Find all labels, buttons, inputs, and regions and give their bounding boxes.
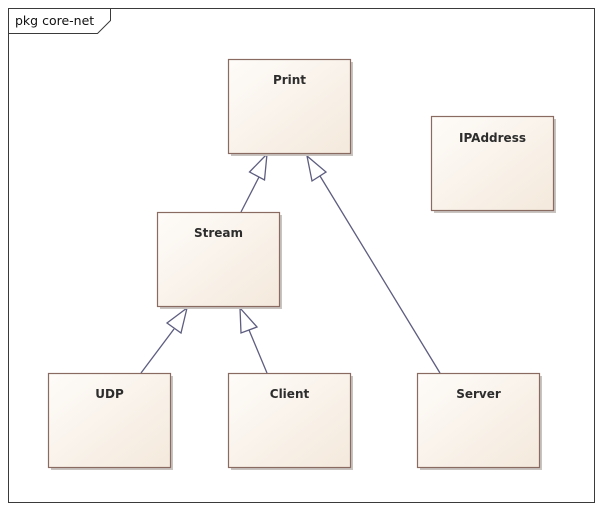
class-udp[interactable]: UDP (47, 372, 174, 471)
generalization-arrowhead (305, 154, 328, 183)
class-box (227, 58, 352, 155)
generalization-server-print[interactable] (305, 154, 441, 374)
generalization-udp-stream[interactable] (140, 306, 189, 374)
generalization-arrowhead (248, 152, 268, 182)
class-print[interactable]: Print (227, 58, 354, 157)
class-name: IPAddress (459, 131, 526, 145)
class-name: Print (273, 73, 306, 87)
class-box (416, 372, 541, 469)
class-ipaddress[interactable]: IPAddress (430, 115, 557, 214)
generalization-arrowhead (165, 306, 189, 335)
generalization-stream-print[interactable] (240, 152, 268, 213)
package-tab (8, 8, 111, 34)
package-label: pkg core-net (15, 13, 94, 28)
class-server[interactable]: Server (416, 372, 543, 471)
generalization-arrowhead (239, 306, 259, 334)
class-stream[interactable]: Stream (156, 211, 283, 310)
connector-line (140, 328, 175, 374)
class-name: Stream (194, 226, 243, 240)
generalization-client-stream[interactable] (239, 306, 268, 374)
class-box (47, 372, 172, 469)
class-box (227, 372, 352, 469)
connector-line (248, 329, 268, 374)
class-box (430, 115, 555, 212)
class-name: Client (270, 387, 310, 401)
connector-line (319, 175, 441, 374)
class-box (156, 211, 281, 308)
class-client[interactable]: Client (227, 372, 354, 471)
connector-line (240, 176, 260, 213)
class-name: Server (456, 387, 501, 401)
class-name: UDP (95, 387, 124, 401)
